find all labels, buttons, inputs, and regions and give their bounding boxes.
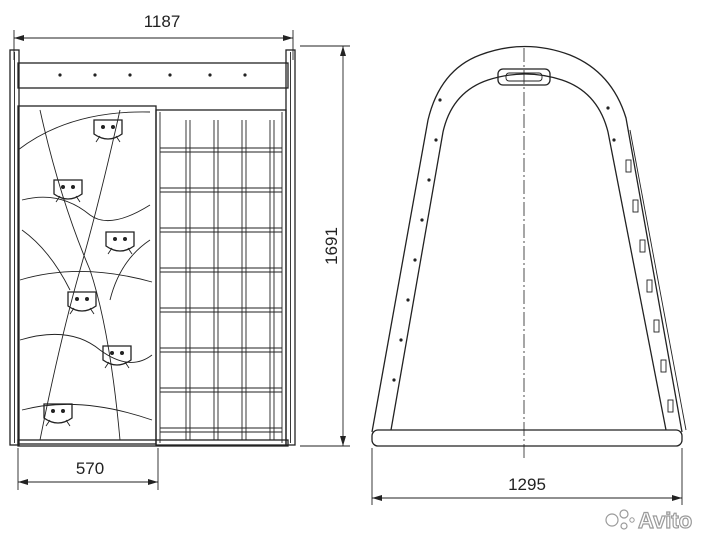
- side-frame-inner: [390, 73, 667, 431]
- handle-slot: [497, 68, 551, 86]
- side-view: [371, 45, 687, 460]
- bat-holds: [43, 119, 135, 427]
- front-view: 1187: [9, 12, 296, 490]
- bat-hold-4: [67, 291, 97, 315]
- bat-hold-2: [53, 179, 83, 203]
- height-label: 1691: [322, 227, 341, 265]
- top-rail-holes: [58, 73, 247, 77]
- avito-logo-icon: [605, 509, 635, 530]
- side-left-holes: [392, 98, 442, 382]
- side-width-dimension: 1295: [371, 448, 683, 505]
- side-right-rungs: [606, 106, 674, 413]
- climbing-grid: [155, 109, 287, 446]
- side-width-label: 1295: [508, 475, 546, 494]
- side-right-edge: [629, 129, 687, 431]
- top-width-dimension: 1187: [13, 12, 294, 60]
- bottom-rail: [17, 439, 289, 447]
- top-rail: [17, 62, 289, 89]
- top-width-label: 1187: [144, 12, 181, 31]
- bat-hold-3: [105, 231, 135, 255]
- side-frame-outer: [371, 45, 683, 433]
- bat-hold-5: [102, 345, 132, 369]
- bottom-width-dimension: 570: [17, 448, 159, 490]
- bottom-width-label: 570: [76, 459, 104, 478]
- web-pattern: [17, 109, 153, 441]
- avito-watermark-text: Avito: [638, 508, 692, 533]
- height-dimension: 1691: [300, 45, 350, 447]
- left-post: [9, 49, 20, 446]
- bat-hold-1: [93, 119, 123, 143]
- bat-hold-6: [43, 403, 73, 427]
- avito-watermark: Avito: [605, 507, 693, 534]
- side-bottom-beam: [371, 429, 683, 447]
